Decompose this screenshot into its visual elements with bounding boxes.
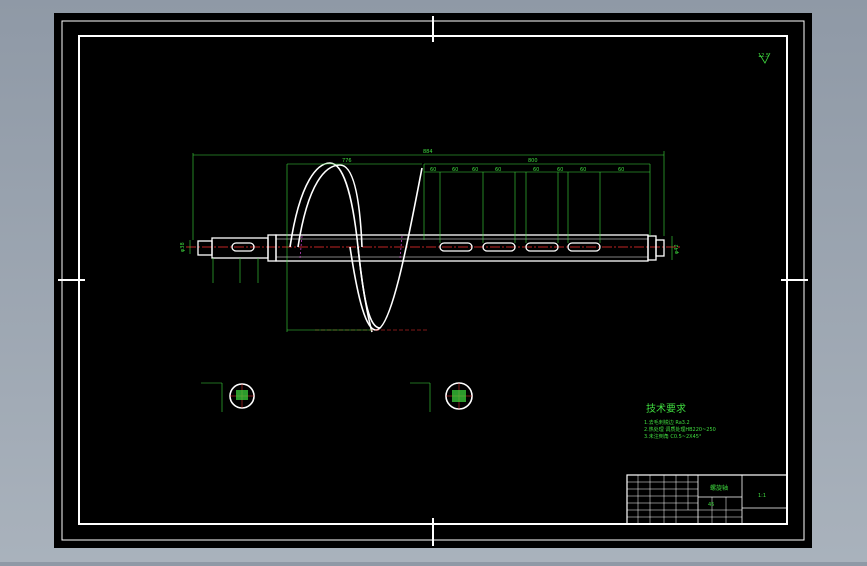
dim-slot-spacing-6: 60 — [557, 167, 563, 173]
dim-slot-spacing-5: 60 — [533, 167, 539, 173]
slot-2 — [482, 242, 516, 252]
keyway-left — [231, 242, 255, 252]
slot-4 — [567, 242, 601, 252]
title-block: 螺旋轴 1:1 45 — [626, 474, 788, 525]
notes-title: 技术要求 — [646, 402, 686, 415]
note-line-1: 1.去毛刺锐边 Ra3.2 — [644, 419, 690, 426]
dim-slot-spacing-4: 60 — [495, 167, 501, 173]
slot-1 — [439, 242, 473, 252]
shaft-slots — [439, 242, 601, 252]
surface-roughness-mark: 12.5 — [758, 52, 771, 64]
centering-marks — [58, 16, 808, 546]
note-line-2: 2.热处理 调质处理HB220~250 — [644, 426, 716, 433]
dim-slot-spacing-7: 60 — [580, 167, 586, 173]
section-view-b — [410, 382, 473, 412]
note-line-3: 3.未注倒角 C0.5~2X45° — [644, 433, 702, 440]
section-b-hatch — [452, 390, 466, 402]
dim-pitch: 776 — [342, 158, 352, 164]
drawing-sheet — [54, 13, 812, 548]
dim-overall-length: 884 — [423, 149, 433, 155]
dimension-lines — [189, 151, 673, 332]
dim-slot-spacing-1: 60 — [430, 167, 436, 173]
shaft-right-stub — [655, 239, 665, 257]
roughness-value: 12.5 — [758, 53, 769, 59]
title-block-name: 螺旋轴 — [710, 484, 728, 492]
helical-flight — [289, 162, 423, 333]
dim-slot-spacing-3: 60 — [472, 167, 478, 173]
dim-slot-spacing-2: 60 — [452, 167, 458, 173]
dim-slot-spacing-8: 60 — [618, 167, 624, 173]
section-view-a — [201, 382, 255, 412]
slot-3 — [525, 242, 559, 252]
dim-shaft-diameter: φ42 — [674, 244, 680, 254]
title-block-scale: 1:1 — [758, 493, 766, 499]
dim-end-diameter: φ38 — [180, 242, 186, 252]
technical-notes: 技术要求 1.去毛刺锐边 Ra3.2 2.热处理 调质处理HB220~250 3… — [644, 402, 716, 440]
dim-slot-span: 800 — [528, 158, 538, 164]
title-block-material: 45 — [708, 502, 714, 508]
section-a-hatch — [236, 390, 248, 400]
